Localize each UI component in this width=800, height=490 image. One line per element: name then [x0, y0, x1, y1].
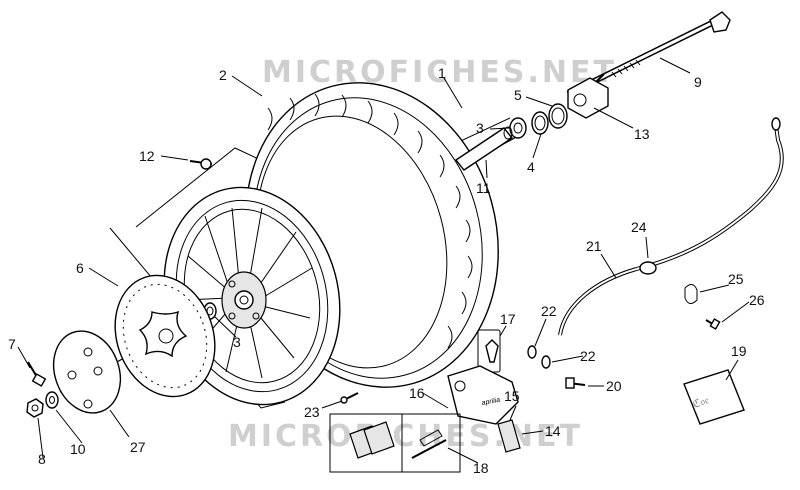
spacer-tube — [454, 126, 514, 171]
callout-9: 9 — [694, 74, 702, 90]
copper-washer-upper — [527, 345, 537, 359]
callout-14: 14 — [545, 423, 561, 439]
brake-caliper: aprilia — [447, 365, 519, 425]
brake-pad-kit-box — [329, 413, 461, 473]
callout-15: 15 — [504, 388, 520, 404]
watermark-bottom: MICROFICHES.NET — [228, 419, 583, 454]
callout-26: 26 — [749, 292, 765, 308]
callout-4: 4 — [527, 159, 535, 175]
pad-pin — [411, 429, 447, 459]
callout-1: 1 — [438, 65, 446, 81]
bleed-screw-box — [477, 329, 501, 373]
callout-25: 25 — [728, 271, 744, 287]
callout-17: 17 — [500, 311, 516, 327]
callout-7: 7 — [8, 336, 16, 352]
brake-disc — [114, 274, 216, 398]
cover-screw — [27, 361, 47, 387]
oil-seal — [548, 103, 568, 129]
callout-19: 19 — [731, 343, 747, 359]
svg-text:ℭ𝔬𝔢: ℭ𝔬𝔢 — [691, 393, 711, 410]
snap-ring — [531, 111, 549, 135]
callout-21: 21 — [586, 238, 602, 254]
axle-nut — [26, 398, 44, 418]
callout-16: 16 — [409, 385, 425, 401]
callout-8: 8 — [38, 451, 46, 467]
copper-washer-lower — [541, 355, 551, 369]
callout-20: 20 — [606, 378, 622, 394]
callout-27: 27 — [130, 439, 146, 455]
callout-5: 5 — [514, 87, 522, 103]
callouts: 1 2 3 3 4 5 6 7 8 9 10 11 12 13 14 15 16… — [8, 65, 765, 476]
brake-pads — [349, 421, 395, 459]
callout-2: 2 — [219, 67, 227, 83]
caliper-brand-label: aprilia — [481, 397, 501, 407]
decal-sheet: ℭ𝔬𝔢 — [683, 369, 745, 425]
callout-23: 23 — [304, 404, 320, 420]
brake-hose — [558, 117, 784, 336]
wheel-bearing-upper — [509, 117, 527, 139]
screw-12 — [189, 158, 213, 170]
callout-24: 24 — [631, 219, 647, 235]
disc-cover — [52, 330, 122, 414]
wheel-bolt — [340, 392, 359, 404]
callout-6: 6 — [76, 260, 84, 276]
callout-22-lower: 22 — [580, 348, 596, 364]
clip-screw — [705, 318, 721, 330]
callout-22-upper: 22 — [541, 303, 557, 319]
banjo-bolt — [565, 377, 586, 389]
callout-13: 13 — [634, 126, 650, 142]
callout-3-lower: 3 — [233, 334, 241, 350]
callout-11: 11 — [476, 180, 491, 196]
pad-spring — [497, 419, 521, 453]
hose-clip — [684, 284, 698, 304]
callout-18: 18 — [473, 460, 489, 476]
callout-3-upper: 3 — [476, 120, 484, 136]
watermark-top: MICROFICHES.NET — [262, 55, 617, 90]
callout-10: 10 — [70, 441, 86, 457]
callout-12: 12 — [139, 148, 155, 164]
speedometer-drive — [567, 73, 609, 119]
washer — [45, 391, 59, 409]
leader-lines — [17, 57, 750, 464]
